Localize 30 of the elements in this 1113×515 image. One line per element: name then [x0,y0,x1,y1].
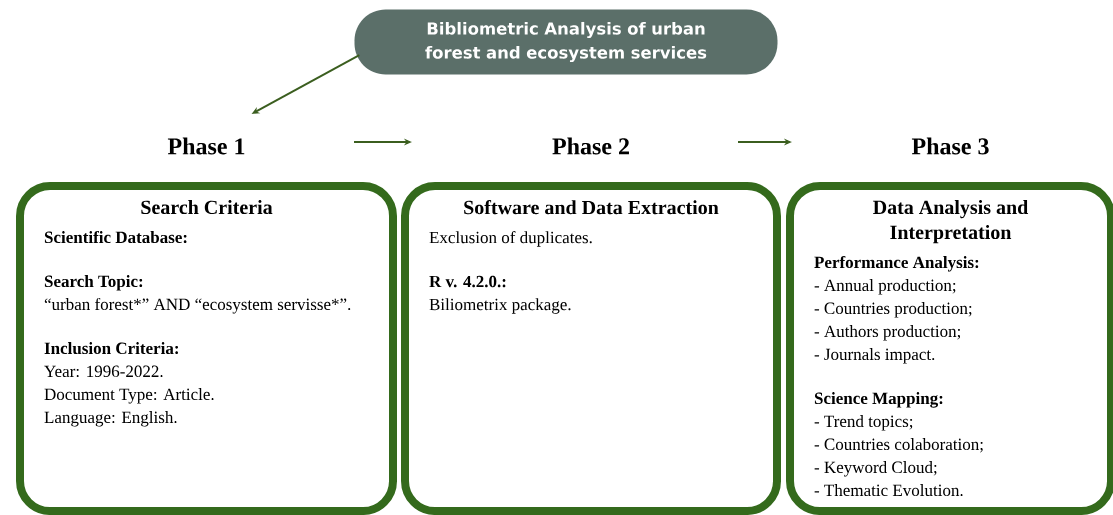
field-label: Search Topic: [44,275,143,291]
process-box [786,137,1113,515]
field-value: - Journals impact. [814,348,935,364]
field-label: Performance Analysis: [814,255,979,272]
field-value: - Annual production; [814,279,956,295]
box-heading: Data Analysis and Interpretation [873,200,1029,244]
field-value: Language: English. [44,411,177,427]
field-value: Document Type: Article. [44,388,214,404]
field-value: - Countries production; [814,302,972,318]
field-value: Biliometrix package. [429,298,571,314]
phase-label: Phase 2 [552,137,629,155]
field-value: “urban forest*” AND “ecosystem servisse*”. [44,297,351,314]
field-label: Inclusion Criteria: [44,342,178,355]
title-box: Bibliometric Analysis of urban forest and ecosystem services [354,9,778,75]
box-heading: Software and Data Extraction [464,200,719,215]
field-label: Science Mapping: [814,392,943,408]
phase-label: Phase 3 [911,137,989,155]
field-label: R v. 4.2.0.: [429,275,506,288]
field-value: Exclusion of duplicates. [429,231,592,247]
process-box [401,137,781,515]
field-value: - Authors production; [814,325,960,341]
box-heading: Search Criteria [141,200,273,215]
field-value: - Keyword Cloud; [814,461,937,477]
phase-label: Phase 1 [167,137,245,155]
field-value: - Thematic Evolution. [814,484,963,497]
process-box [16,137,397,515]
field-value: - Trend topics; [814,415,913,431]
field-value: Year: 1996-2022. [44,365,163,378]
field-label: Scientific Database: [44,230,187,244]
field-value: - Countries colaboration; [814,438,983,453]
